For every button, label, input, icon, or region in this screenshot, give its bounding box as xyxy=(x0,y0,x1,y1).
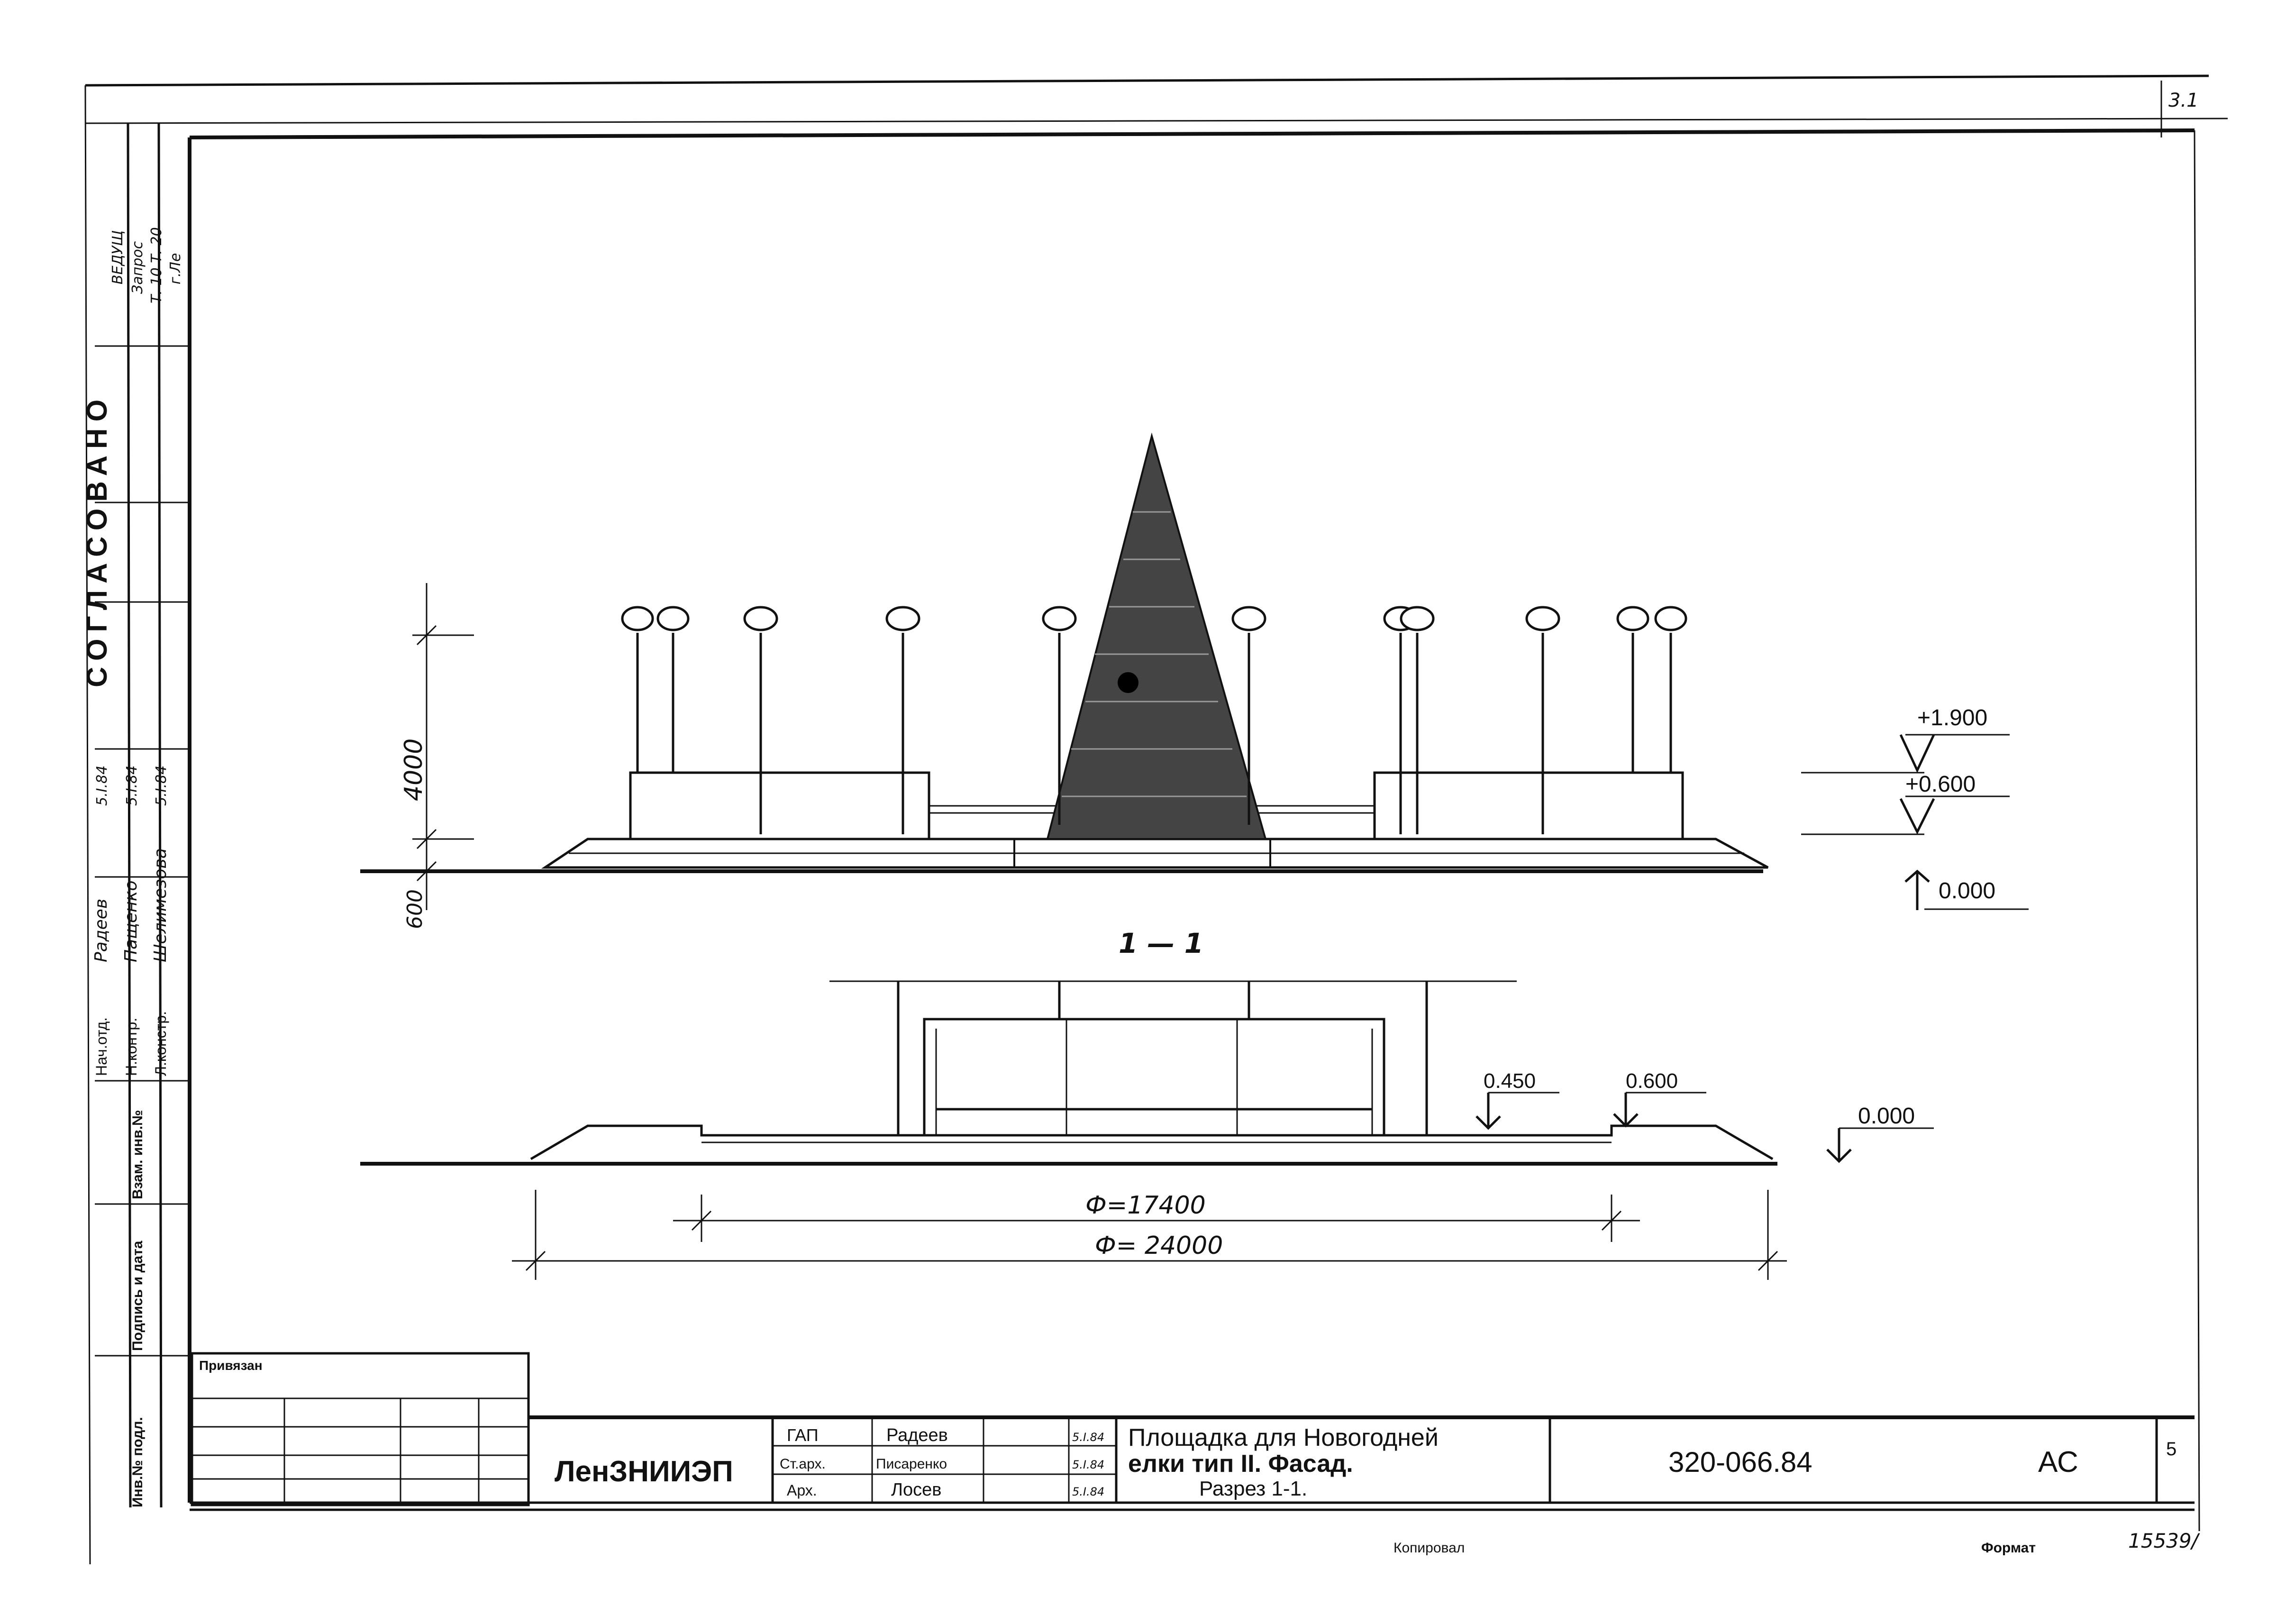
christmas-tree xyxy=(1046,432,1267,840)
facade-wall-right xyxy=(1373,771,1684,840)
section-level-a: 0.450 xyxy=(1484,1069,1536,1093)
lamp-2 xyxy=(656,606,690,773)
sheet-title-line-1: Площадка для Новогодней xyxy=(1128,1424,1439,1451)
approval-name-1: Радеев xyxy=(91,899,111,962)
facade-base-label: 600 xyxy=(403,889,427,929)
sheet-corner-mark: 3.1 xyxy=(2168,90,2199,111)
title-date-1: 5.I.84 xyxy=(1072,1431,1104,1444)
section-title: 1 — 1 xyxy=(1119,927,1203,959)
lamp-10 xyxy=(1616,606,1649,773)
sheet-title-line-2: елки тип II. Фасад. xyxy=(1128,1450,1353,1478)
lamp-4 xyxy=(885,606,920,834)
lamp-1 xyxy=(621,606,654,773)
approval-date-2: 5.I.84 xyxy=(124,766,140,806)
document-number: 320-066.84 xyxy=(1668,1446,1812,1478)
facade-level-marks xyxy=(1801,734,2029,910)
facade-view: 4000 600 +1.900 +0.600 0.000 xyxy=(360,432,2029,929)
diameter-inner-label: Ф=17400 xyxy=(1085,1191,1206,1220)
approval-name-3: Шелимезова xyxy=(151,848,170,962)
approval-date-3: 5.I.84 xyxy=(153,766,170,806)
approval-name-2: Пащенко xyxy=(121,881,141,963)
side-label-vzam-inv: Взам. инв.№ xyxy=(130,1110,146,1199)
title-role-3: Арх. xyxy=(787,1482,817,1499)
archive-stamp: 15539/ xyxy=(2128,1529,2200,1552)
tree-ornament xyxy=(1118,672,1138,693)
level-zero-label: 0.000 xyxy=(1939,878,1995,903)
level-mid-label: +0.600 xyxy=(1905,772,1976,797)
title-date-2: 5.I.84 xyxy=(1072,1458,1104,1471)
level-top-label: +1.900 xyxy=(1917,705,1987,730)
lamp-3 xyxy=(743,606,778,834)
title-role-1: ГАП xyxy=(787,1425,819,1445)
diameter-outer-label: Ф= 24000 xyxy=(1095,1232,1223,1260)
copied-label: Копировал xyxy=(1393,1540,1465,1556)
lamp-6 xyxy=(1231,606,1266,825)
lamp-posts xyxy=(621,606,1687,834)
format-label: Формат xyxy=(1981,1540,2036,1556)
approval-stamp-line-2: Запрос xyxy=(129,241,146,294)
lamp-7 xyxy=(1383,606,1418,834)
approval-role-1: Нач.отд. xyxy=(93,1017,110,1076)
privyazan-label: Привязан xyxy=(199,1358,263,1373)
tree-shading xyxy=(1062,511,1247,797)
approval-stamp: СОГЛАСОВАНО ВЕДУЩ Запрос Т. 10 Т. 20 г.Л… xyxy=(81,227,184,687)
approval-table: Нач.отд. Радеев 5.I.84 Н.контр. Пащенко … xyxy=(91,766,170,1076)
title-date-3: 5.I.84 xyxy=(1072,1485,1104,1498)
section-view xyxy=(360,980,1934,1166)
section-level-b: 0.600 xyxy=(1626,1069,1678,1093)
side-label-inv-podl: Инв.№ подл. xyxy=(130,1417,146,1507)
side-label-podpis-data: Подпись и дата xyxy=(130,1241,146,1351)
lamp-11 xyxy=(1654,606,1687,773)
title-role-2: Ст.арх. xyxy=(780,1456,826,1472)
lamp-9 xyxy=(1525,606,1560,834)
sheet-title-line-3: Разрез 1-1. xyxy=(1199,1477,1307,1500)
approval-stamp-line-4: г.Ле xyxy=(167,253,184,284)
section-tree-base xyxy=(923,1018,1385,1137)
approval-stamp-title: СОГЛАСОВАНО xyxy=(81,393,113,687)
facade-height-label: 4000 xyxy=(400,739,428,801)
diameter-dimensions xyxy=(512,1190,1787,1280)
approval-stamp-line-1: ВЕДУЩ xyxy=(109,230,126,284)
title-block xyxy=(191,1352,2195,1506)
approval-stamp-line-3: Т. 10 Т. 20 xyxy=(148,227,165,303)
approval-role-2: Н.контр. xyxy=(123,1018,140,1076)
lamp-8 xyxy=(1400,606,1435,834)
facade-plinth xyxy=(541,838,1769,869)
sheet-frame xyxy=(84,74,2228,1565)
facade-wall-left xyxy=(629,771,930,840)
document-mark: АС xyxy=(2038,1446,2078,1478)
sheet-number: 5 xyxy=(2166,1439,2177,1460)
title-name-1: Радеев xyxy=(886,1425,948,1445)
lamp-5 xyxy=(1042,606,1077,825)
facade-height-dimension xyxy=(412,583,474,910)
title-name-3: Лосев xyxy=(891,1480,941,1500)
organization: ЛенЗНИИЭП xyxy=(555,1455,733,1488)
section-level-zero: 0.000 xyxy=(1858,1104,1915,1129)
left-binding-strip xyxy=(95,123,190,1508)
approval-role-3: Л.констр. xyxy=(152,1011,169,1076)
title-name-2: Писаренко xyxy=(876,1456,947,1472)
approval-date-1: 5.I.84 xyxy=(94,766,110,806)
